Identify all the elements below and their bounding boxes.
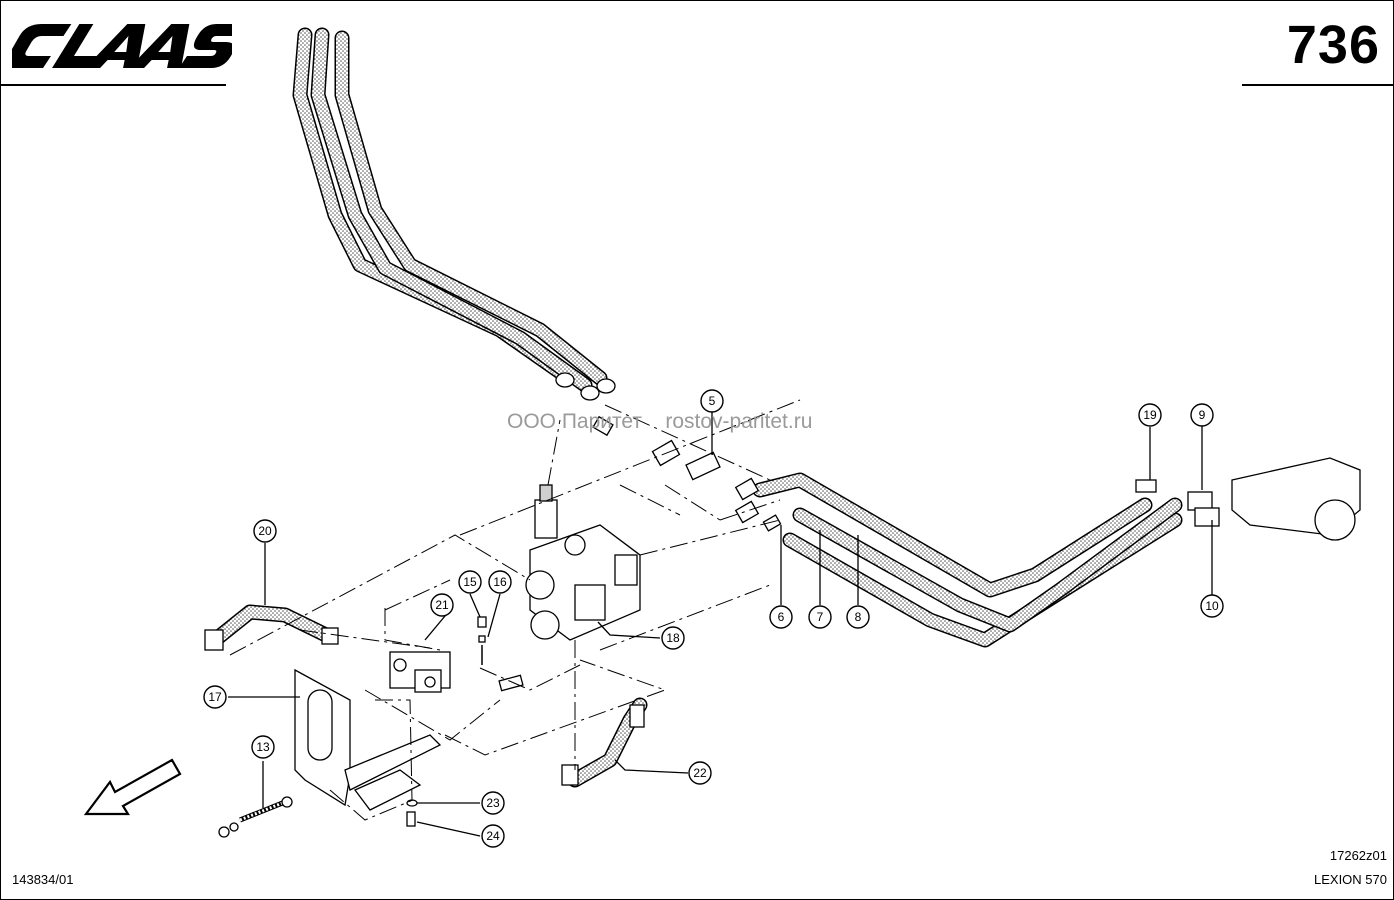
bracket [294,668,442,811]
page-number: 736 [1286,15,1380,75]
callout-5: 5 [700,389,724,413]
claas-logo [12,24,232,68]
callout-9: 9 [1190,403,1214,427]
upper-hose-bundle [292,27,616,401]
callout-8: 8 [846,605,870,629]
hose-20 [204,604,339,651]
svg-text:15: 15 [463,575,477,589]
document-number: 143834/01 [12,872,74,887]
callout-24: 24 [481,824,505,848]
right-hose-bundle [752,472,1183,648]
watermark-text: ООО Паритет rostov-paritet.ru [507,410,813,433]
distributor-block [389,651,451,693]
svg-text:6: 6 [778,610,785,624]
callout-7: 7 [808,605,832,629]
svg-text:17: 17 [208,690,222,704]
callout-23: 23 [481,791,505,815]
header-rule-left [1,84,226,86]
right-fittings [1135,457,1361,541]
callout-15: 15 [458,570,482,594]
bolts [218,616,524,838]
leader-lines [228,412,1213,837]
svg-text:22: 22 [693,766,707,780]
callout-22: 22 [688,761,712,785]
hose-22 [561,697,648,788]
header-rule-right [1242,84,1393,86]
svg-text:8: 8 [855,610,862,624]
assembly-lines [229,399,801,821]
svg-text:23: 23 [486,796,500,810]
model-name: LEXION 570 [1314,872,1387,887]
svg-text:24: 24 [486,829,500,843]
svg-text:18: 18 [666,631,680,645]
svg-text:21: 21 [435,598,449,612]
svg-text:16: 16 [493,575,507,589]
callout-16: 16 [488,570,512,594]
callout-20: 20 [253,519,277,543]
callout-6: 6 [769,605,793,629]
callout-19: 19 [1138,403,1162,427]
drawing-code: 17262z01 [1329,848,1387,863]
svg-text:19: 19 [1143,408,1157,422]
control-valve-block [525,484,641,641]
callout-13: 13 [251,735,275,759]
svg-text:20: 20 [258,524,272,538]
svg-text:13: 13 [256,740,270,754]
callout-10: 10 [1200,594,1224,618]
svg-text:9: 9 [1199,408,1206,422]
center-fittings [592,415,782,532]
svg-text:5: 5 [709,394,716,408]
svg-text:7: 7 [817,610,824,624]
callout-21: 21 [430,593,454,617]
callout-18: 18 [661,626,685,650]
direction-arrow-icon [83,758,182,816]
callout-17: 17 [203,685,227,709]
svg-text:10: 10 [1205,599,1219,613]
